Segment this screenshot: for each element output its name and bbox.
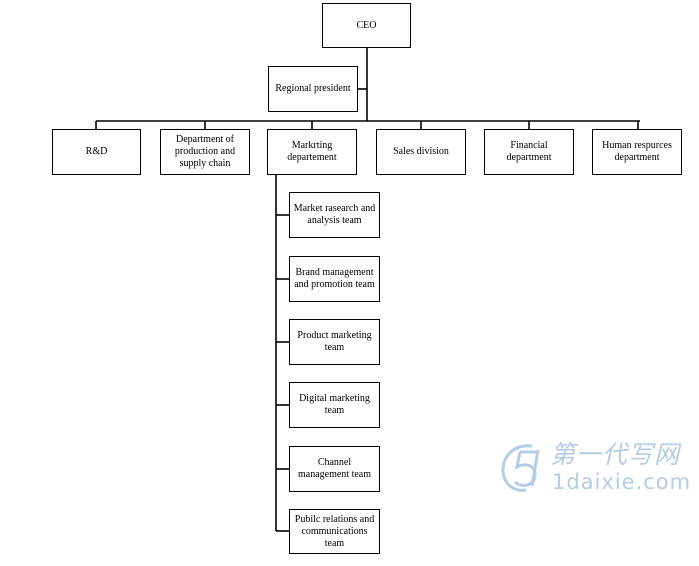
watermark-chinese-text: 第一代写网 [550,440,681,469]
team-label: Digital marketing team [299,393,370,416]
team-label: Product marketing team [297,330,372,353]
dept-hr-box: Human respurces department [592,129,682,175]
dept-rnd-box: R&D [52,129,141,175]
dept-financial-box: Financial department [484,129,574,175]
team-public-relations-box: Pubilc relations and communications team [289,509,380,554]
dept-production-box: Department of production and supply chai… [160,129,250,175]
dept-sales-box: Sales division [376,129,466,175]
team-label: Brand management and promotion team [294,267,375,290]
watermark: 第一代写网 1daixie.com [498,440,693,496]
regional-president-box: Regional president [268,66,358,112]
team-digital-marketing-box: Digital marketing team [289,382,380,428]
team-label: Market rasearch and analysis team [293,203,376,226]
team-label: Pubilc relations and communications team [294,513,375,549]
dept-label: Financial department [506,140,552,163]
dept-marketing-box: Markrting departement [267,129,357,175]
team-market-research-box: Market rasearch and analysis team [289,192,380,238]
ceo-box: CEO [322,3,411,48]
dept-label: R&D [85,146,108,157]
team-brand-management-box: Brand management and promotion team [289,256,380,302]
team-product-marketing-box: Product marketing team [289,319,380,365]
dept-label: Sales division [393,146,449,157]
watermark-english-text: 1daixie.com [552,470,692,494]
dept-label: Human respurces department [602,140,672,163]
watermark-logo-icon [501,444,540,492]
ceo-label: CEO [356,19,377,31]
dept-label: Department of production and supply chai… [174,134,236,169]
team-channel-management-box: Channel management team [289,446,380,492]
dept-label: Markrting departement [287,140,337,163]
regional-president-label: Regional president [275,83,351,94]
team-label: Channel management team [297,457,372,480]
